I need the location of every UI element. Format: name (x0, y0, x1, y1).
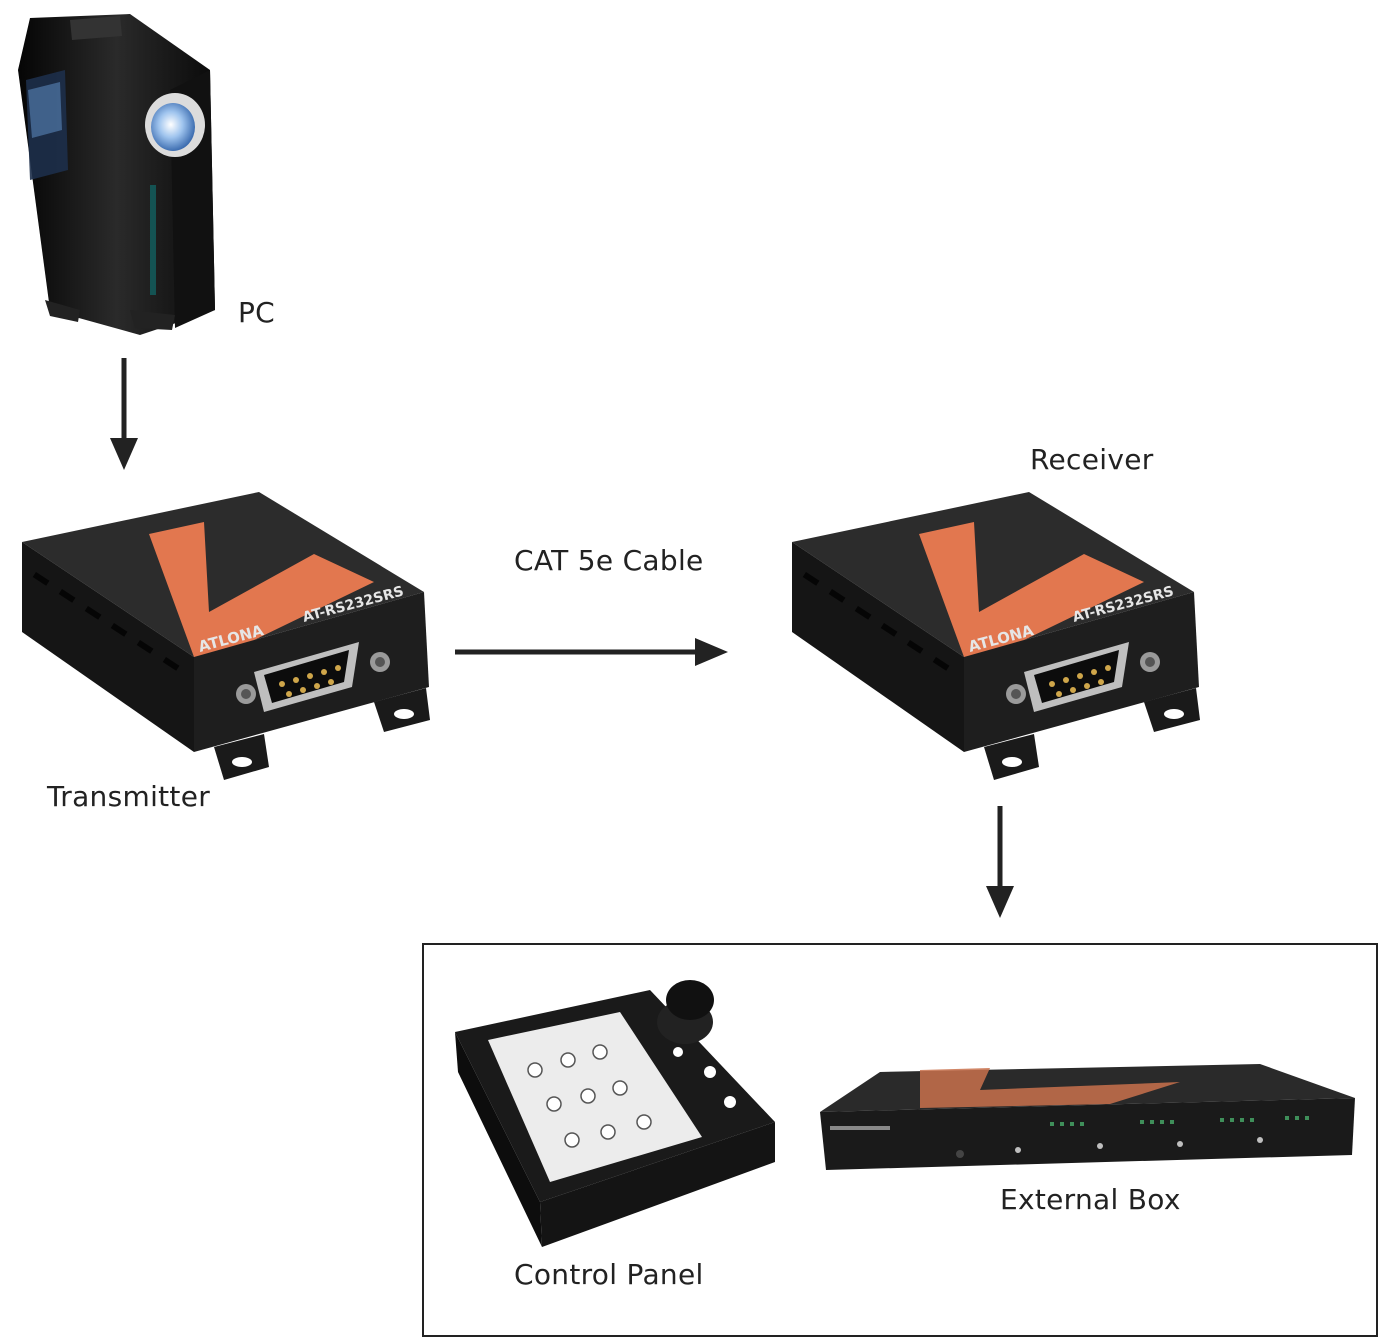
control-panel-label: Control Panel (514, 1258, 704, 1291)
transmitter-device-image: ATLONA AT-RS232SRS (22, 492, 430, 780)
receiver-label: Receiver (1030, 443, 1154, 476)
arrow-pc-to-transmitter (110, 358, 138, 470)
arrow-receiver-to-devices (986, 806, 1014, 918)
external-box-label: External Box (1000, 1183, 1181, 1216)
transmitter-label: Transmitter (47, 780, 211, 813)
external-box-image (820, 1064, 1355, 1170)
receiver-device-image: ATLONA AT-RS232SRS (792, 492, 1200, 780)
pc-label: PC (238, 296, 276, 329)
output-devices-group-box (422, 943, 1378, 1337)
control-panel-image (455, 980, 775, 1247)
pc-tower-image (18, 14, 215, 335)
cable-label: CAT 5e Cable (514, 544, 704, 577)
arrow-transmitter-to-receiver (455, 638, 728, 666)
